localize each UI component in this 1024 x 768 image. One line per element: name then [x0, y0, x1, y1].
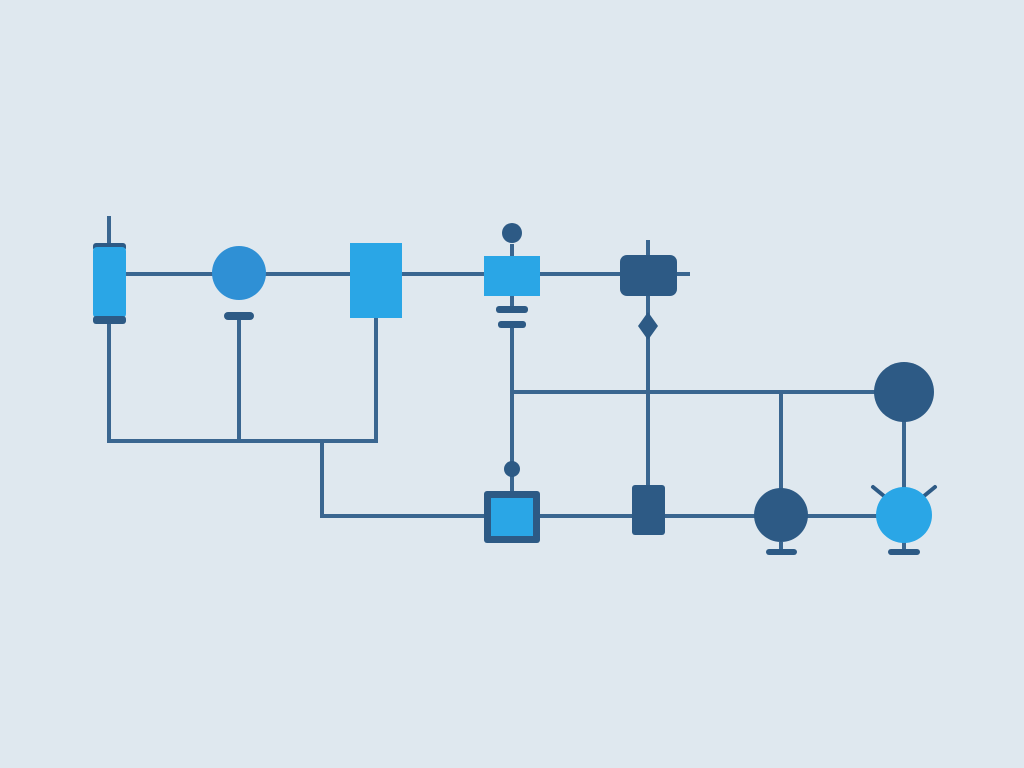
lamp-ray-left [871, 485, 886, 498]
component-square-block-bottom [484, 461, 540, 543]
component-circle-node-right [874, 362, 934, 422]
component-diamond-junction [638, 312, 658, 340]
lamp-ray-right [922, 485, 937, 498]
rect-block-top-body [350, 243, 402, 318]
capacitor-plate-bottom [93, 316, 126, 324]
capacitor-body [93, 247, 126, 318]
wires [107, 216, 906, 554]
component-lamp-node [871, 485, 937, 555]
component-circle-node-top [212, 246, 266, 320]
rect-node-body [484, 256, 540, 296]
circle-node-top-body [212, 246, 266, 300]
square-block-fill [491, 498, 533, 536]
component-circle-node-bottom [754, 488, 808, 555]
pin-head-top [502, 223, 522, 243]
component-rect-block-top [350, 243, 402, 318]
rounded-block-dark-body [620, 255, 677, 296]
component-rect-block-bottom-dark [632, 485, 665, 535]
pin-bar-2 [498, 321, 526, 328]
lamp-node-ground [888, 549, 920, 555]
component-rect-node-with-pin [484, 223, 540, 328]
rect-block-bottom-dark-body [632, 485, 665, 535]
lamp-node-body [876, 487, 932, 543]
pin-bar-1 [496, 306, 528, 313]
diamond-junction-shape [638, 312, 658, 340]
circle-node-right-body [874, 362, 934, 422]
component-capacitor-left [93, 243, 126, 324]
circle-node-bottom-body [754, 488, 808, 542]
square-block-pin-head [504, 461, 520, 477]
circle-node-bottom-ground [766, 549, 797, 555]
component-rounded-block-dark [620, 255, 677, 296]
circle-node-base-bar [224, 312, 254, 320]
